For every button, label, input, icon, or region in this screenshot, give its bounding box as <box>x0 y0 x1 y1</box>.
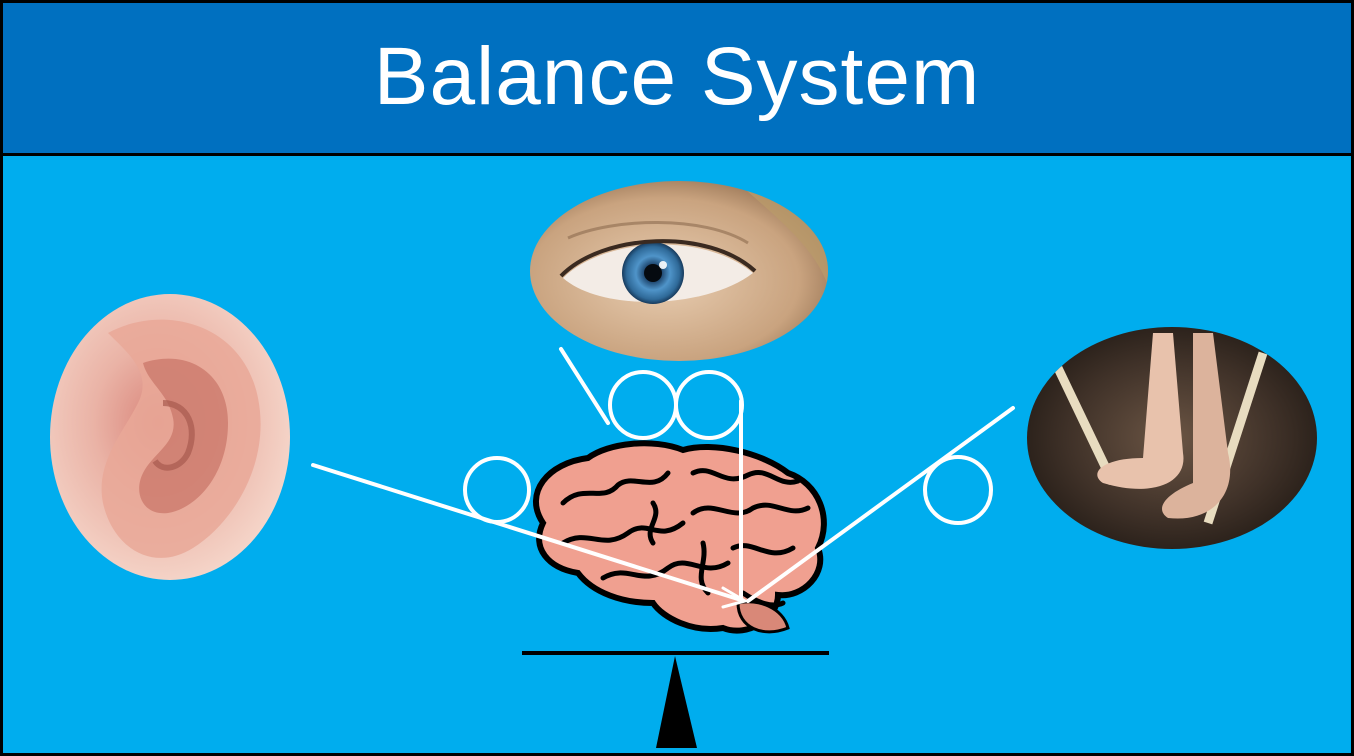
loop-circle <box>674 370 744 440</box>
title-bar: Balance System <box>3 3 1351 156</box>
loop-circle <box>463 456 531 524</box>
seesaw-balance-icon <box>522 651 829 748</box>
connector-lines <box>311 347 1015 609</box>
balance-diagram <box>50 181 1317 748</box>
brain-illustration-icon <box>533 440 827 634</box>
slide-title: Balance System <box>373 31 981 122</box>
feet-on-rope-photo-icon <box>1027 327 1317 549</box>
signal-loops <box>463 370 993 525</box>
loop-circle <box>608 370 678 440</box>
loop-circle <box>923 455 993 525</box>
ear-photo-icon <box>50 294 290 580</box>
eye-photo-icon <box>530 181 828 361</box>
